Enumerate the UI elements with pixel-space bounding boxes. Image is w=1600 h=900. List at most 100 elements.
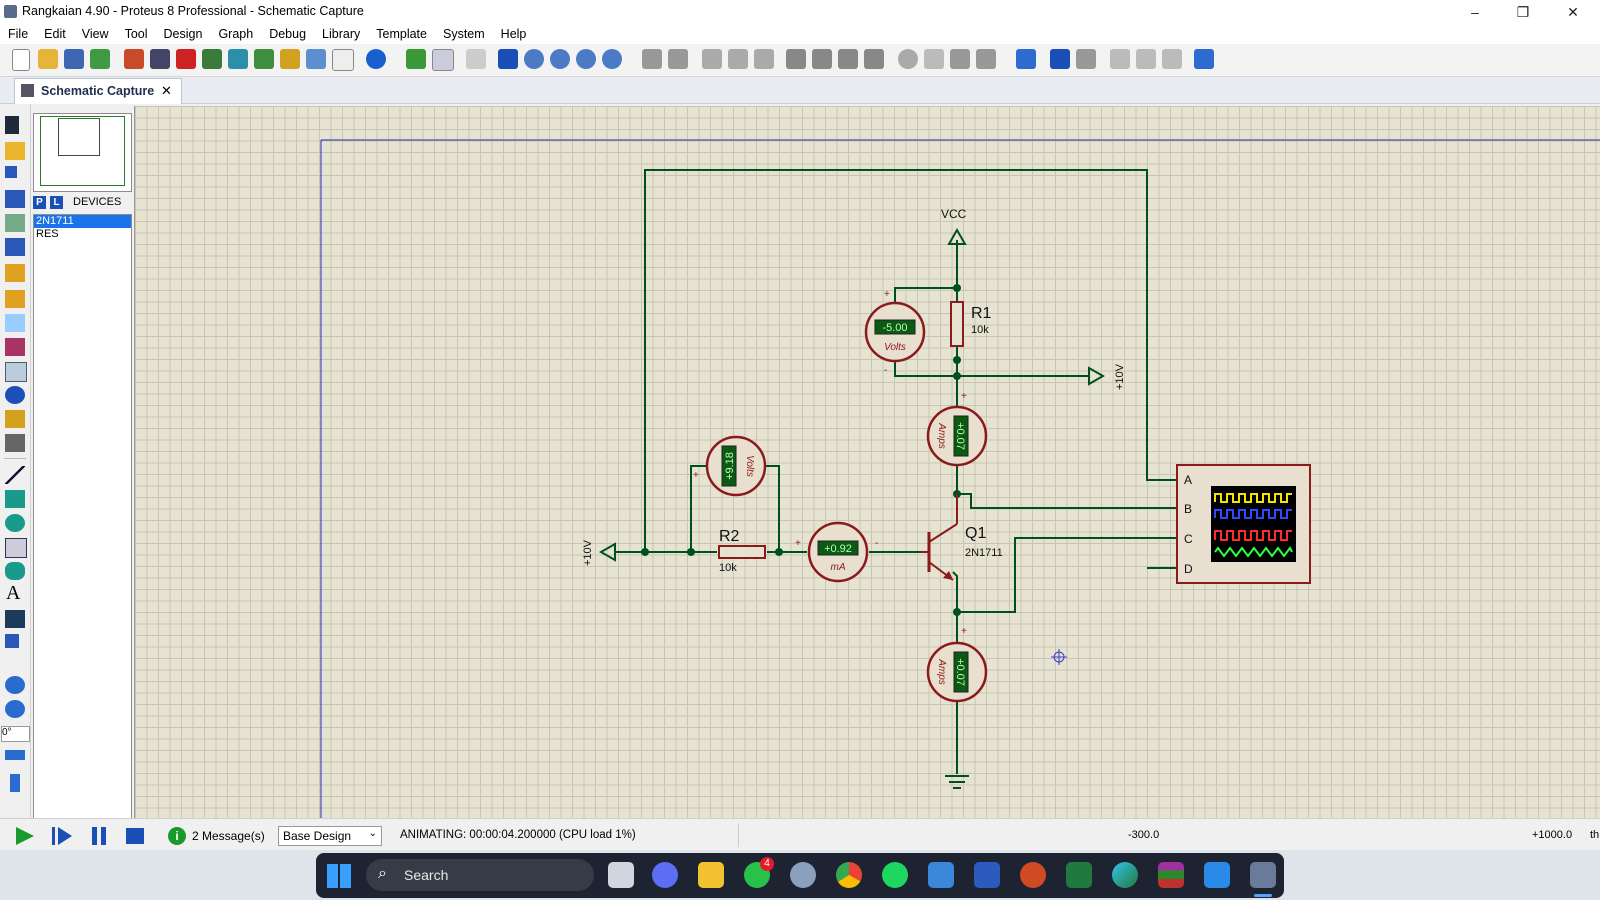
arc-tool-icon[interactable] [5, 538, 27, 558]
schematic-icon[interactable] [150, 49, 170, 69]
mirror-horizontal-icon[interactable] [5, 750, 25, 760]
menu-edit[interactable]: Edit [44, 27, 66, 41]
rotate-anticlockwise-icon[interactable] [5, 700, 25, 718]
subcircuit-icon[interactable] [5, 264, 25, 282]
bill-of-materials-icon[interactable] [280, 49, 300, 69]
design-explorer-icon[interactable] [306, 49, 326, 69]
new-sheet-icon[interactable] [1110, 49, 1130, 69]
resistor-r2[interactable]: R2 10k [718, 528, 766, 574]
block-move-icon[interactable] [812, 49, 832, 69]
grid-icon[interactable] [432, 49, 454, 71]
overview-window[interactable] [33, 113, 132, 192]
undo-icon[interactable] [642, 49, 662, 69]
active-popup-icon[interactable] [5, 362, 27, 382]
transistor-q1[interactable]: Q1 2N1711 [921, 494, 1003, 581]
packaging-tool-icon[interactable] [950, 49, 970, 69]
exit-to-parent-icon[interactable] [1162, 49, 1182, 69]
edge-icon[interactable] [1112, 862, 1138, 888]
cut-icon[interactable] [702, 49, 722, 69]
buses-icon[interactable] [5, 238, 25, 256]
electrical-rule-check-icon[interactable] [1194, 49, 1214, 69]
menu-debug[interactable]: Debug [269, 27, 307, 41]
circle-tool-icon[interactable] [5, 514, 25, 532]
home-icon[interactable] [124, 49, 144, 69]
terminals-icon[interactable] [5, 290, 25, 308]
zoom-all-icon[interactable] [576, 49, 596, 69]
settings-icon[interactable] [790, 862, 816, 888]
line-tool-icon[interactable] [5, 466, 25, 484]
device-item-2n1711[interactable]: 2N1711 [34, 215, 131, 228]
start-icon[interactable] [327, 864, 351, 888]
path-tool-icon[interactable] [5, 562, 25, 580]
pan-icon[interactable] [498, 49, 518, 69]
wire-autorouter-icon[interactable] [1016, 49, 1036, 69]
rotation-angle-field[interactable]: 0° [1, 726, 30, 742]
search-tag-icon[interactable] [1050, 49, 1070, 69]
3d-view-icon[interactable] [228, 49, 248, 69]
property-assignment-icon[interactable] [1076, 49, 1096, 69]
step-button[interactable] [52, 827, 74, 845]
vcc-power-terminal[interactable]: VCC [941, 207, 967, 245]
ammeter-collector[interactable]: +0.07 Amps + [926, 391, 988, 467]
device-item-res[interactable]: RES [36, 228, 59, 240]
open-folder-icon[interactable] [38, 49, 58, 69]
text-tool-icon[interactable]: A [6, 582, 21, 604]
zoom-in-icon[interactable] [524, 49, 544, 69]
wire-label-icon[interactable] [5, 190, 25, 208]
pause-button[interactable] [92, 827, 106, 845]
maximize-button[interactable]: ❐ [1516, 4, 1530, 20]
zoom-meetings-icon[interactable] [652, 862, 678, 888]
menu-file[interactable]: File [8, 27, 29, 41]
paint-icon[interactable] [1204, 862, 1230, 888]
menu-design[interactable]: Design [163, 27, 203, 41]
excel-icon[interactable] [1066, 862, 1092, 888]
task-view-icon[interactable] [608, 862, 634, 888]
text-script-icon[interactable] [5, 214, 25, 232]
chrome-icon[interactable] [836, 862, 862, 888]
mirror-vertical-icon[interactable] [10, 774, 20, 792]
box-tool-icon[interactable] [5, 490, 25, 508]
play-button[interactable] [16, 827, 34, 845]
zoom-out-icon[interactable] [550, 49, 570, 69]
source-code-icon[interactable] [254, 49, 274, 69]
refresh-icon[interactable] [406, 49, 426, 69]
menu-tool[interactable]: Tool [124, 27, 148, 41]
import-icon[interactable] [90, 49, 110, 69]
gerber-icon[interactable] [202, 49, 222, 69]
help-icon[interactable] [366, 49, 386, 69]
origin-icon[interactable] [466, 49, 486, 69]
stop-button[interactable] [126, 828, 144, 844]
pick-device-icon[interactable] [898, 49, 918, 69]
winrar-icon[interactable] [1158, 862, 1184, 888]
voltmeter-r2[interactable]: +9.18 Volts + [693, 435, 767, 497]
redo-icon[interactable] [668, 49, 688, 69]
ammeter-emitter[interactable]: +0.07 Amps + [926, 626, 988, 703]
marker-tool-icon[interactable] [5, 634, 19, 648]
component-mode-icon[interactable] [5, 142, 25, 160]
generator-mode-icon[interactable] [5, 386, 25, 404]
remove-sheet-icon[interactable] [1136, 49, 1156, 69]
block-rotate-icon[interactable] [838, 49, 858, 69]
notepad-icon[interactable] [928, 862, 954, 888]
graph-mode-icon[interactable] [5, 338, 25, 356]
pcb-icon[interactable] [176, 49, 196, 69]
symbol-tool-icon[interactable] [5, 610, 25, 628]
ground-symbol[interactable] [945, 775, 969, 789]
tab-schematic-capture[interactable]: Schematic Capture ✕ [14, 78, 182, 104]
milliammeter-base[interactable]: +0.92 mA + - [795, 521, 878, 583]
info-icon[interactable]: i [168, 827, 186, 845]
proteus-icon[interactable] [1250, 862, 1276, 888]
resistor-r1[interactable]: R1 10k [950, 301, 992, 347]
powerpoint-icon[interactable] [1020, 862, 1046, 888]
tab-close-icon[interactable]: ✕ [161, 83, 172, 98]
menu-template[interactable]: Template [376, 27, 427, 41]
decompose-icon[interactable] [976, 49, 996, 69]
block-copy-icon[interactable] [786, 49, 806, 69]
save-icon[interactable] [64, 49, 84, 69]
junction-dot-icon[interactable] [5, 166, 17, 178]
menu-system[interactable]: System [442, 27, 485, 41]
menu-graph[interactable]: Graph [218, 27, 254, 41]
notes-icon[interactable] [332, 49, 354, 71]
schematic-canvas[interactable]: VCC +10V +10V R1 10k R2 10k Q1 2N1711 -5… [134, 106, 1600, 818]
terminal-left-10v[interactable]: +10V [582, 539, 616, 566]
